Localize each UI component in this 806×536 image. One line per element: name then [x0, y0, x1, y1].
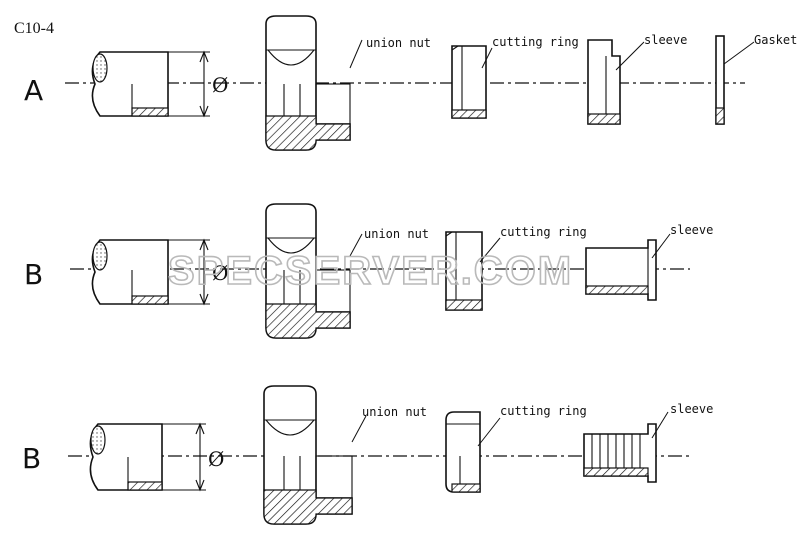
leader-cutting-ring [477, 417, 501, 447]
leader-gasket [723, 41, 755, 65]
leader-union-nut [351, 415, 367, 443]
label-sleeve: sleeve [670, 402, 713, 416]
leader-union-nut [349, 39, 363, 69]
leader-cutting-ring [479, 237, 501, 263]
tube [89, 422, 206, 492]
leader-sleeve [615, 41, 645, 71]
diameter-symbol: Ø [208, 447, 224, 471]
label-union-nut: union nut [362, 405, 427, 419]
cutting-ring [445, 411, 481, 493]
leader-sleeve [651, 233, 671, 259]
tube [91, 50, 210, 118]
label-cutting-ring: cutting ring [500, 404, 587, 418]
row-a: A Ø union nut [24, 15, 797, 151]
label-sleeve: sleeve [644, 33, 687, 47]
sleeve [585, 239, 657, 301]
sleeve [583, 423, 657, 483]
label-union-nut: union nut [364, 227, 429, 241]
label-sleeve: sleeve [670, 223, 713, 237]
cutting-ring [445, 231, 483, 311]
union-nut [265, 15, 351, 151]
leader-cutting-ring [481, 47, 493, 69]
row-letter-a: A [24, 74, 43, 107]
union-nut [263, 385, 353, 525]
gasket [715, 35, 725, 125]
tube [91, 238, 210, 306]
row-letter-b-1: B [24, 258, 43, 291]
watermark-text: SPECSERVER.COM [168, 249, 573, 293]
diameter-symbol: Ø [212, 261, 228, 285]
label-cutting-ring: cutting ring [500, 225, 587, 239]
row-b-1: B Ø union nut [24, 203, 713, 339]
union-nut [265, 203, 351, 339]
row-b-2: B Ø union nut [22, 385, 713, 525]
leader-sleeve [651, 411, 669, 439]
leader-union-nut [349, 233, 363, 257]
figure-code: C10-4 [14, 20, 54, 37]
label-gasket: Gasket [754, 33, 797, 47]
label-union-nut: union nut [366, 36, 431, 50]
diameter-symbol: Ø [212, 73, 228, 97]
label-cutting-ring: cutting ring [492, 35, 579, 49]
row-letter-b-2: B [22, 442, 41, 475]
cutting-ring [451, 45, 487, 119]
sleeve [587, 39, 621, 125]
